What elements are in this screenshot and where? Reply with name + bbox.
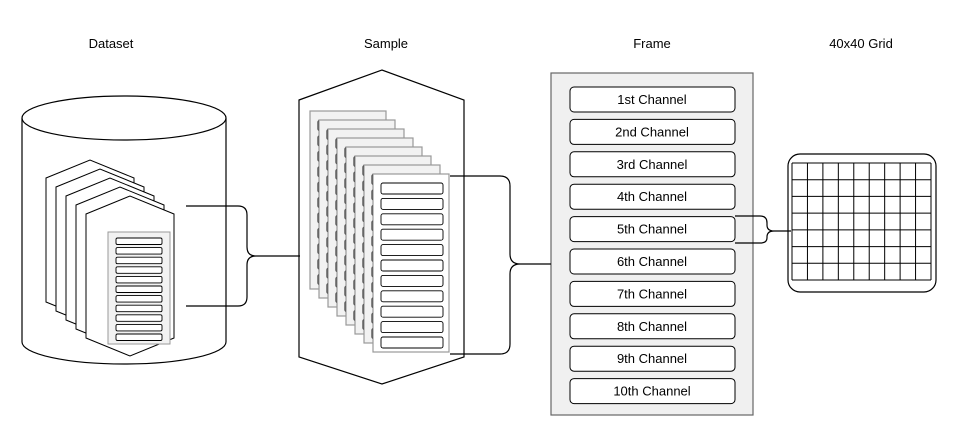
channel-label: 6th Channel xyxy=(617,254,687,269)
sample-heading: Sample xyxy=(363,36,409,51)
sample-channel-bar xyxy=(380,290,444,303)
channel-box xyxy=(569,378,736,405)
channel-box xyxy=(569,151,736,178)
channel-box xyxy=(569,86,736,113)
channel-label: 3rd Channel xyxy=(617,157,688,172)
sample-channel-bar xyxy=(380,244,444,257)
sample-channel-bar xyxy=(380,182,444,195)
dataset-channel-bar xyxy=(115,266,163,274)
brace-channel-to-grid xyxy=(735,215,791,244)
dataset-channel-bar xyxy=(115,295,163,303)
channel-label: 1st Channel xyxy=(617,92,686,107)
channel-box xyxy=(569,313,736,340)
sample-frame-stack xyxy=(309,110,450,353)
dataset-channel-bar xyxy=(115,323,163,332)
channel-box xyxy=(569,216,736,243)
channel-label: 10th Channel xyxy=(613,384,690,399)
dataset-channel-bar xyxy=(115,275,163,284)
sample-channel-bar xyxy=(380,259,444,272)
dataset-channel-bar xyxy=(115,237,163,245)
sample-channel-bar xyxy=(380,305,444,318)
sample-channel-bar xyxy=(380,213,444,226)
sample-channel-bar xyxy=(380,228,444,241)
channel-box xyxy=(569,248,736,275)
sample-channel-bar xyxy=(380,321,444,334)
grid-heading: 40x40 Grid xyxy=(829,36,893,51)
dataset-channel-bar xyxy=(115,314,163,322)
channel-box xyxy=(569,345,736,372)
brace-dataset-to-sample xyxy=(186,205,300,307)
channel-box xyxy=(569,280,736,307)
sample-channel-bar xyxy=(380,336,444,349)
dataset-channel-bar xyxy=(115,304,163,313)
channel-label: 4th Channel xyxy=(617,189,687,204)
dataset-sample-stack xyxy=(45,159,175,357)
channel-label: 9th Channel xyxy=(617,351,687,366)
channel-box xyxy=(569,118,736,145)
grid-cells xyxy=(791,162,932,281)
sample-channel-bar xyxy=(380,274,444,287)
sample-channel-bar xyxy=(380,197,444,210)
dataset-heading: Dataset xyxy=(88,36,134,51)
channel-box xyxy=(569,183,736,210)
dataset-channel-bar xyxy=(115,285,163,293)
channel-label: 2nd Channel xyxy=(615,124,689,139)
dataset-channel-bar xyxy=(115,256,163,265)
channel-label: 7th Channel xyxy=(617,286,687,301)
channel-label: 5th Channel xyxy=(617,222,687,237)
channel-label: 8th Channel xyxy=(617,319,687,334)
dataset-channel-bar xyxy=(115,247,163,255)
dataset-channel-bar xyxy=(115,333,163,341)
frame-heading: Frame xyxy=(633,36,671,51)
grid-container xyxy=(787,153,937,293)
brace-sample-to-frame xyxy=(450,175,551,355)
channel-list: 1st Channel 2nd Channel 3rd Channel 4th Cha… xyxy=(569,86,736,405)
